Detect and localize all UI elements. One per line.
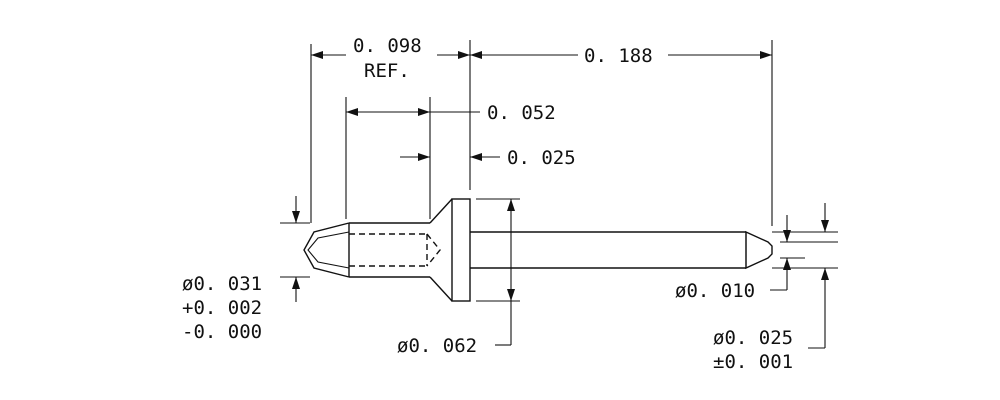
dim-pin-diameter-value: ø0. 025 xyxy=(713,327,793,349)
extension-lines xyxy=(280,40,838,302)
dim-overall-ref: 0. 098 REF. xyxy=(311,35,470,82)
dim-head-tol-minus: -0. 000 xyxy=(182,321,262,343)
head-outline xyxy=(303,222,350,278)
dim-pin-diameter: ø0. 025 ±0. 001 xyxy=(713,203,829,373)
cone-upper xyxy=(429,198,453,224)
dim-pin-length-value: 0. 188 xyxy=(584,45,653,67)
dim-head-diameter-value: ø0. 031 xyxy=(182,273,262,295)
dim-head-tol-plus: +0. 002 xyxy=(182,297,262,319)
part-outline xyxy=(303,198,773,302)
dim-tip-length: 0. 052 xyxy=(346,102,556,124)
dim-flange-diameter-value: ø0. 062 xyxy=(397,335,477,357)
dim-tip-length-value: 0. 052 xyxy=(487,102,556,124)
flange xyxy=(451,198,471,302)
dim-flange-thickness-value: 0. 025 xyxy=(507,147,576,169)
dim-head-diameter: ø0. 031 +0. 002 -0. 000 xyxy=(182,196,300,343)
dim-flange-diameter: ø0. 062 xyxy=(397,199,515,357)
dim-pin-tol: ±0. 001 xyxy=(713,351,793,373)
pin-chamfer xyxy=(745,230,773,270)
dim-pin-length: 0. 188 xyxy=(470,45,772,67)
bore-point-hidden xyxy=(426,233,441,267)
dim-pin-tip-diameter-value: ø0. 010 xyxy=(675,280,755,302)
cone-lower xyxy=(429,276,453,302)
tip-inner-line xyxy=(307,231,350,269)
dim-pin-tip-diameter: ø0. 010 xyxy=(675,215,791,302)
dim-flange-thickness: 0. 025 xyxy=(400,147,576,169)
dim-overall-ref-value: 0. 098 xyxy=(353,35,422,57)
dim-overall-ref-note: REF. xyxy=(364,60,410,82)
